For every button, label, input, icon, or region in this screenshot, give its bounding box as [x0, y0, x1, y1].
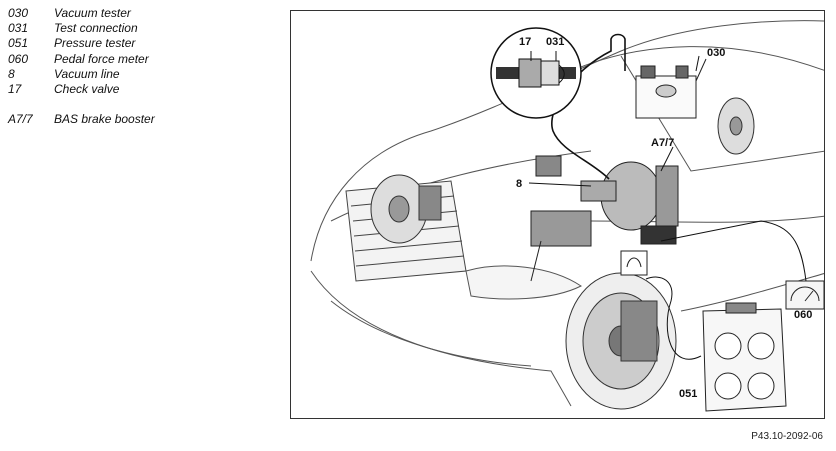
check-valve-detail — [490, 27, 582, 119]
legend-label: Test connection — [54, 21, 138, 36]
legend-row: 060 Pedal force meter — [8, 52, 155, 67]
callout-030: 030 — [707, 47, 725, 59]
pressure-tester — [645, 276, 787, 412]
legend-row: 8 Vacuum line — [8, 67, 155, 82]
callout-17: 17 — [519, 36, 531, 48]
front-wheel — [565, 272, 677, 410]
pedal-force-meter — [660, 220, 824, 310]
brake-booster — [580, 161, 679, 245]
abs-unit — [530, 155, 592, 282]
legend-code: A7/7 — [8, 112, 33, 127]
callout-051: 051 — [679, 388, 697, 400]
figure-reference: P43.10-2092-06 — [751, 431, 823, 442]
legend-label: Check valve — [54, 81, 120, 96]
callout-8: 8 — [516, 178, 522, 190]
callout-060: 060 — [794, 309, 812, 321]
legend-code: 060 — [8, 51, 29, 66]
legend-label: BAS brake booster — [54, 112, 155, 127]
callout-a7-7: A7/7 — [651, 137, 674, 149]
legend-row: 051 Pressure tester — [8, 36, 155, 51]
legend-code: 031 — [8, 21, 29, 36]
legend-code: 030 — [8, 6, 29, 20]
car-lower-bumper — [330, 300, 532, 367]
legend-code: 17 — [8, 81, 22, 96]
car-sill-line — [680, 273, 824, 312]
legend-code: 051 — [8, 36, 29, 51]
legend-label: Vacuum line — [54, 66, 120, 81]
callout-leaders — [528, 55, 700, 187]
legend-row: 031 Test connection — [8, 21, 155, 36]
legend-row: 17 Check valve — [8, 82, 155, 97]
legend-row: A7/7 BAS brake booster — [8, 112, 155, 127]
front-brake-disc — [370, 174, 442, 244]
legend-row: 030 Vacuum tester — [8, 6, 155, 21]
headlight — [465, 265, 582, 300]
callout-031: 031 — [546, 36, 564, 48]
legend-label: Vacuum tester — [54, 6, 131, 20]
legend-label: Pressure tester — [54, 36, 136, 51]
rear-brake-disc — [717, 97, 755, 155]
legend: 030 Vacuum tester 031 Test connection 05… — [8, 6, 155, 128]
legend-label: Pedal force meter — [54, 51, 149, 66]
vacuum-tester — [635, 58, 707, 119]
legend-code: 8 — [8, 66, 15, 81]
service-manual-icon — [620, 250, 648, 276]
diagram-illustration: 17 031 030 A7/7 8 060 051 — [310, 20, 824, 412]
diagram-frame: 17 031 030 A7/7 8 060 051 — [290, 10, 825, 419]
car-roof-line — [570, 46, 824, 72]
